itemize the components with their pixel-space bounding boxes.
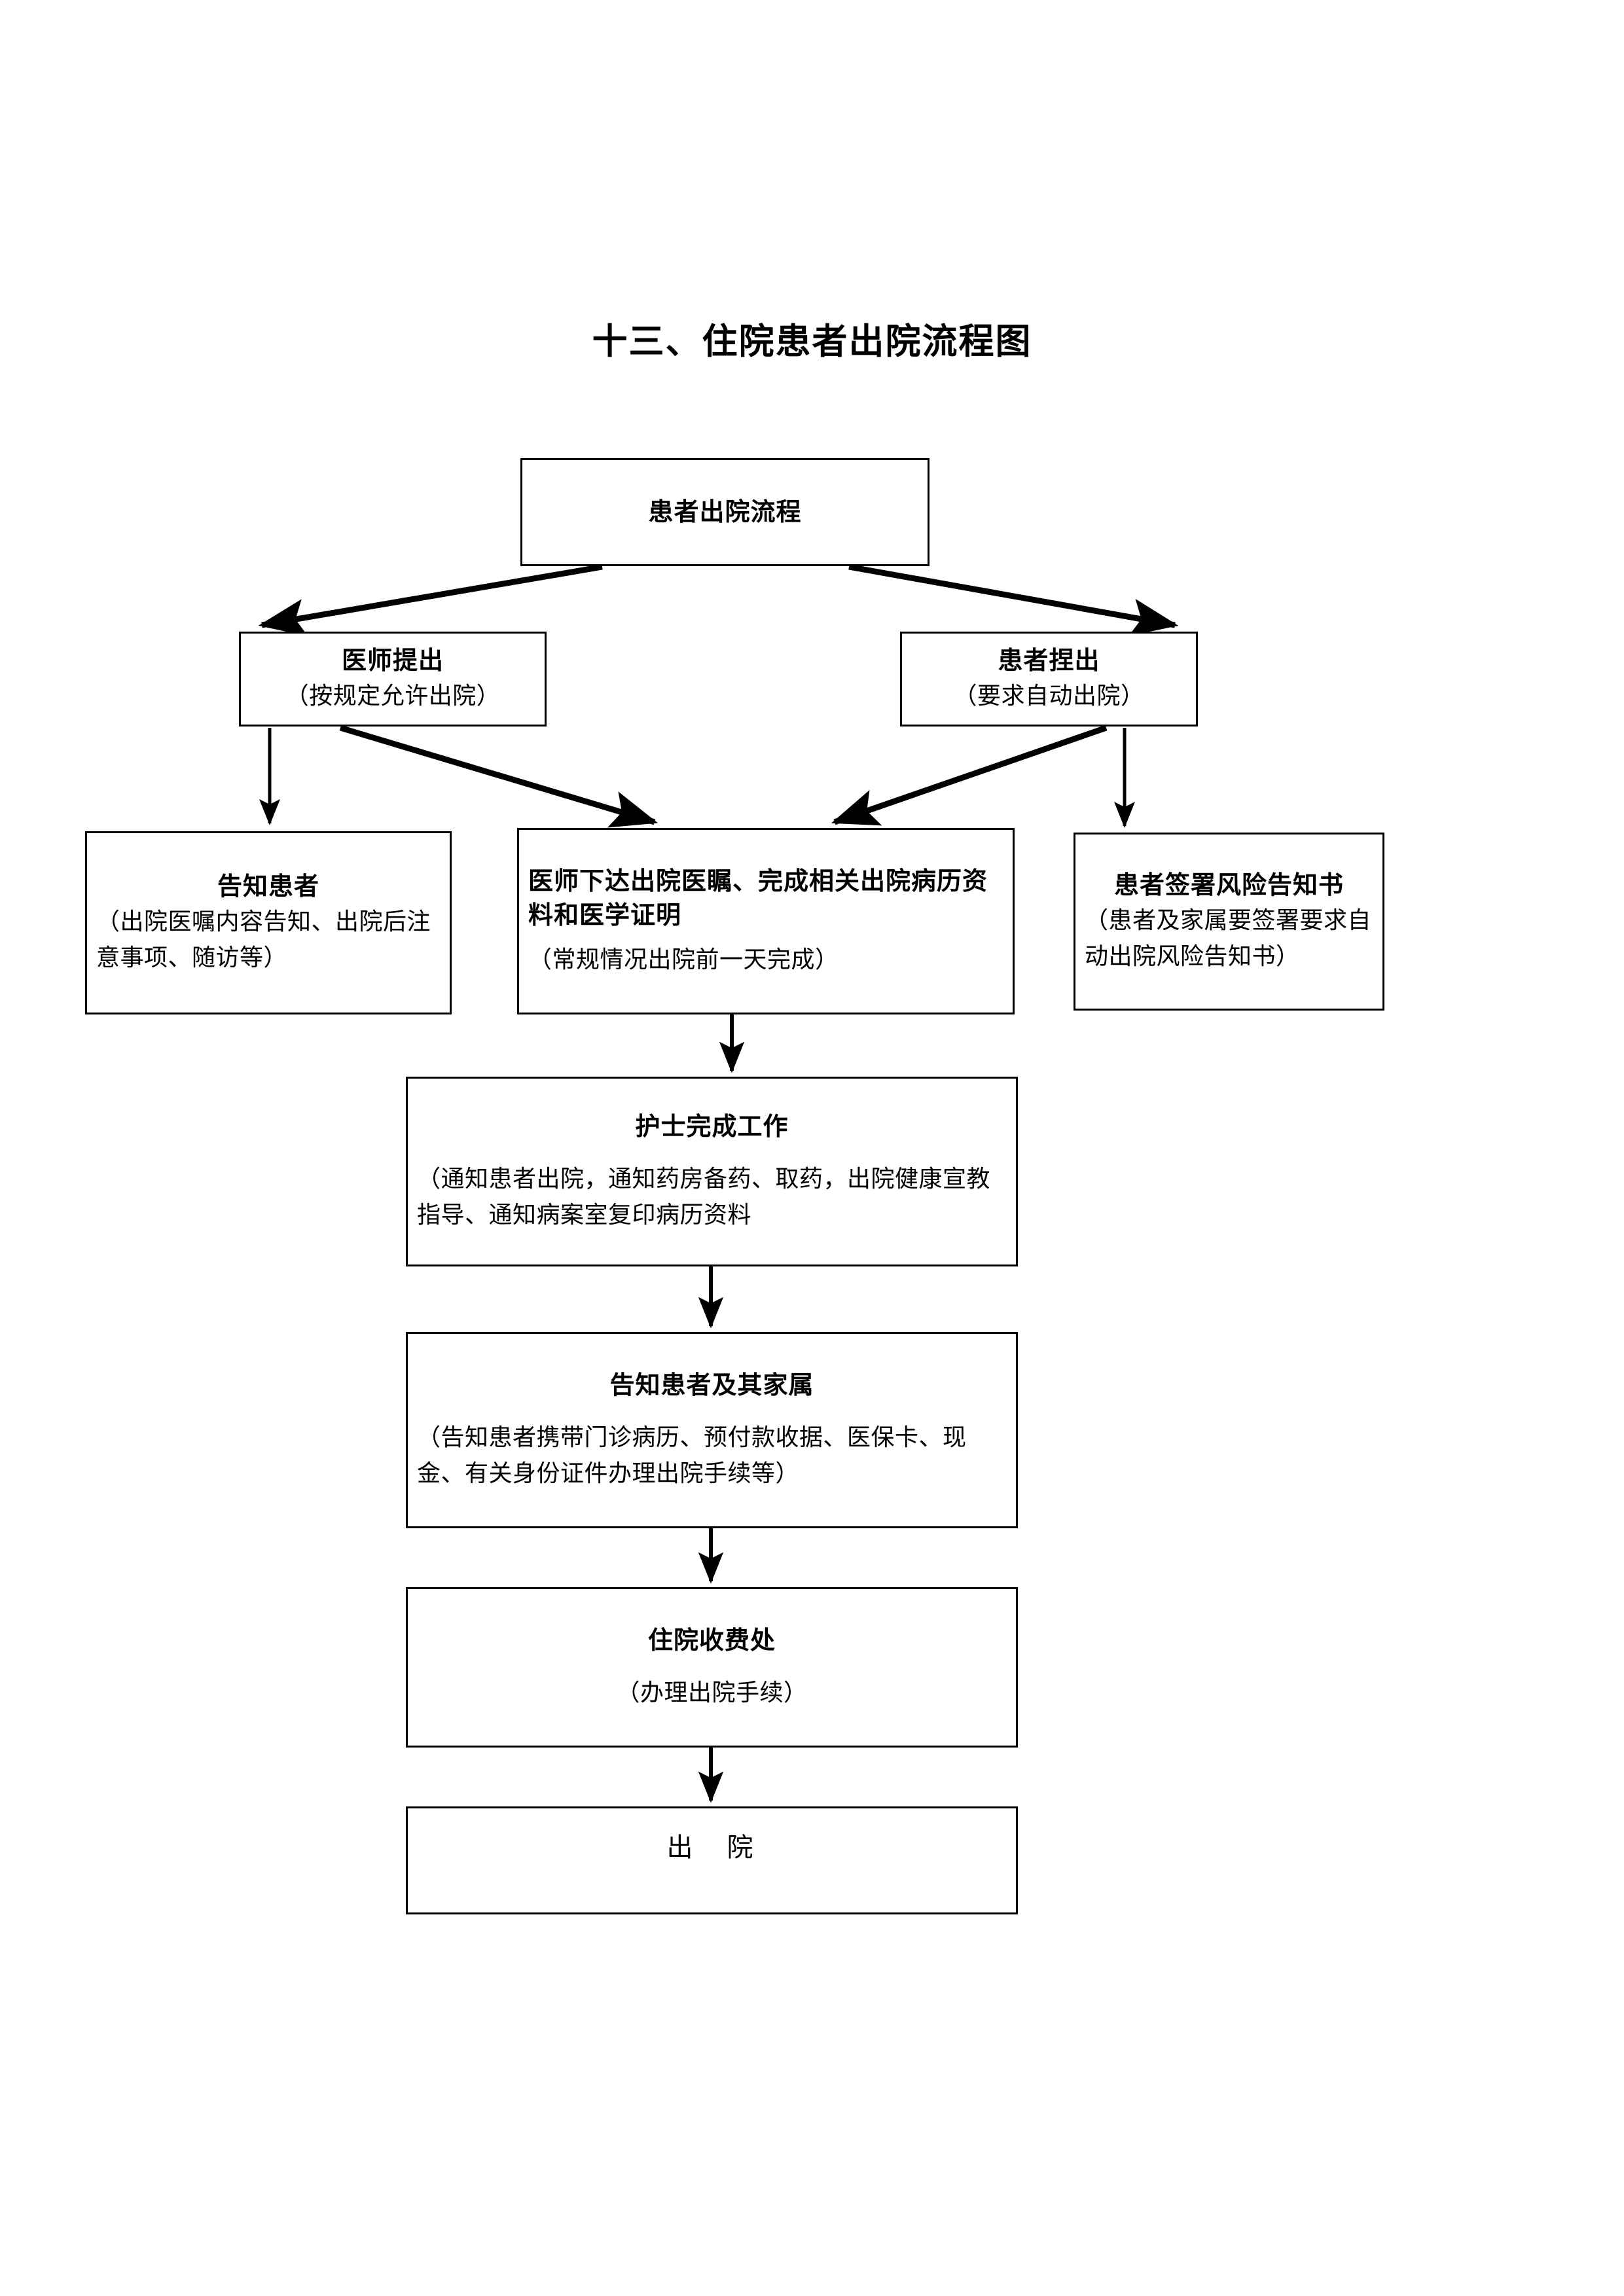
edge-doctor-to-orders	[339, 725, 659, 828]
node-cashier-heading: 住院收费处	[647, 1627, 776, 1655]
page-title: 十三、住院患者出院流程图	[592, 322, 1032, 361]
node-nurse-work-sub: （通知患者出院，通知药房备药、取药，出院健康宣教指导、通知病案室复印病历资料	[417, 1166, 991, 1228]
node-start-heading: 患者出院流程	[648, 498, 802, 526]
node-inform-family[interactable]: 告知患者及其家属 （告知患者携带门诊病历、预付款收据、医保卡、现金、有关身份证件…	[406, 1332, 1018, 1528]
edge-start-to-doctor	[258, 564, 603, 637]
spacer	[417, 1403, 1007, 1420]
node-discharge-orders[interactable]: 医师下达出院医瞩、完成相关出院病历资料和医学证明 （常规情况出院前一天完成）	[517, 828, 1015, 1014]
edge-start-to-patient	[848, 564, 1179, 636]
node-patient-proposal-heading: 患者捏出	[998, 647, 1100, 675]
spacer	[417, 1144, 1007, 1161]
node-inform-patient-sub: （出院医嘱内容告知、出院后注意事项、随访等）	[96, 908, 431, 971]
node-doctor-proposal-heading: 医师提出	[341, 647, 444, 675]
node-risk-notice[interactable]: 患者签署风险告知书 （患者及家属要签署要求自动出院风险告知书）	[1074, 833, 1384, 1011]
node-start[interactable]: 患者出院流程	[520, 458, 929, 566]
node-inform-patient[interactable]: 告知患者 （出院医嘱内容告知、出院后注意事项、随访等）	[85, 831, 452, 1014]
node-cashier-sub: （办理出院手续）	[616, 1679, 808, 1706]
node-doctor-proposal[interactable]: 医师提出 （按规定允许出院）	[239, 632, 547, 726]
spacer	[417, 1658, 1007, 1675]
node-exit[interactable]: 出 院	[406, 1806, 1018, 1914]
node-inform-patient-heading: 告知患者	[217, 873, 319, 901]
edge-patient-to-orders	[831, 725, 1108, 826]
node-patient-proposal-sub: （要求自动出院）	[953, 683, 1145, 709]
node-cashier[interactable]: 住院收费处 （办理出院手续）	[406, 1587, 1018, 1748]
node-exit-heading: 出 院	[666, 1832, 757, 1862]
node-inform-family-heading: 告知患者及其家属	[609, 1372, 814, 1399]
node-inform-family-sub: （告知患者携带门诊病历、预付款收据、医保卡、现金、有关身份证件办理出院手续等）	[417, 1424, 967, 1486]
node-doctor-proposal-sub: （按规定允许出院）	[285, 683, 501, 709]
node-discharge-orders-sub: （常规情况出院前一天完成）	[528, 946, 839, 973]
node-risk-notice-sub: （患者及家属要签署要求自动出院风险告知书）	[1085, 907, 1372, 969]
node-nurse-work-heading: 护士完成工作	[635, 1113, 789, 1141]
node-nurse-work[interactable]: 护士完成工作 （通知患者出院，通知药房备药、取药，出院健康宣教指导、通知病案室复…	[406, 1077, 1018, 1266]
node-discharge-orders-heading: 医师下达出院医瞩、完成相关出院病历资料和医学证明	[528, 868, 988, 929]
node-risk-notice-heading: 患者签署风险告知书	[1113, 872, 1344, 899]
node-patient-proposal[interactable]: 患者捏出 （要求自动出院）	[900, 632, 1198, 726]
spacer	[528, 933, 1003, 942]
